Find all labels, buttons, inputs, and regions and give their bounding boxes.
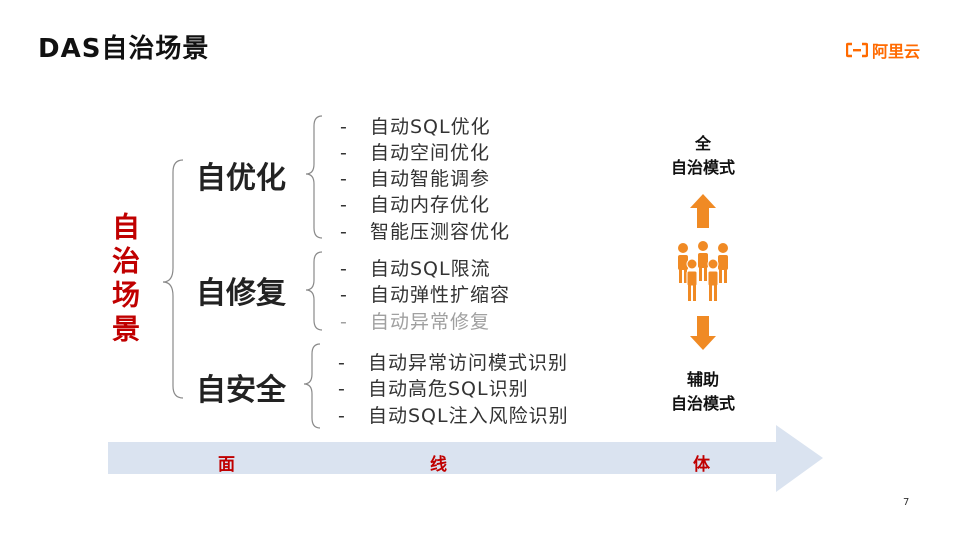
aliyun-logo: 阿里云: [846, 38, 920, 62]
bracket-icon: [162, 159, 184, 399]
list-item: -自动弹性扩缩容: [340, 284, 511, 306]
list-item: -自动SQL限流: [340, 258, 491, 280]
list-item: -自动内存优化: [340, 194, 491, 216]
list-item: -自动空间优化: [340, 142, 491, 164]
bottom-arrow-shape: [108, 425, 823, 492]
list-item: -自动高危SQL识别: [338, 378, 529, 400]
arrow-label-surface: 面: [218, 455, 235, 475]
list-item: -自动智能调参: [340, 168, 491, 190]
assisted-autonomy-mode-label: 辅助 自治模式: [670, 370, 735, 413]
category-label: 自修复: [196, 276, 286, 311]
bracket-icon: [305, 251, 323, 331]
slide-number: 7: [903, 497, 910, 508]
page-title: DAS自治场景: [38, 34, 210, 64]
arrow-label-line: 线: [430, 455, 447, 475]
list-item-muted: -自动异常修复: [340, 311, 491, 333]
list-item: -自动异常访问模式识别: [338, 352, 569, 374]
list-item: -自动SQL注入风险识别: [338, 405, 569, 427]
list-item: -智能压测容优化: [340, 221, 511, 243]
category-label: 自优化: [196, 161, 286, 196]
full-autonomy-mode-label: 全 自治模式: [670, 134, 735, 177]
arrow-label-body: 体: [693, 455, 710, 475]
people-group-icon: [678, 241, 728, 301]
aliyun-logo-text: 阿里云: [872, 42, 921, 61]
bracket-icon: [305, 115, 323, 239]
arrow-up-icon: [690, 194, 716, 228]
aliyun-logo-icon: [846, 42, 868, 58]
vertical-section-title: 自治场景: [108, 212, 141, 348]
category-label: 自安全: [196, 373, 286, 408]
arrow-down-icon: [690, 316, 716, 350]
bracket-icon: [303, 343, 321, 429]
list-item: -自动SQL优化: [340, 116, 491, 138]
